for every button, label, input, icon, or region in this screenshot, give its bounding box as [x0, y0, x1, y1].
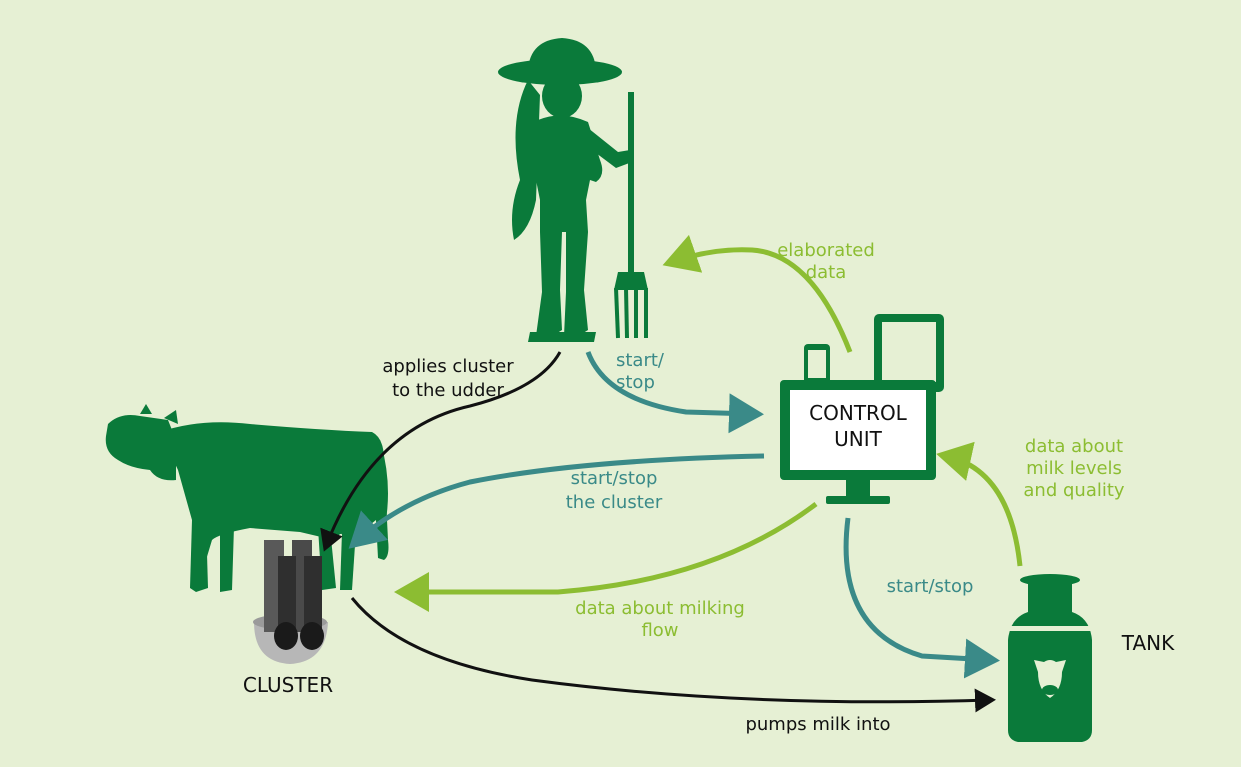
tank-startstop-label: start/stop	[887, 576, 974, 597]
milking-flow-label-line1: data about milking	[575, 598, 745, 619]
elaborated-data-label-line2: data	[806, 262, 847, 283]
tank-caption: TANK	[1121, 631, 1175, 655]
pumps-milk-label: pumps milk into	[745, 714, 890, 735]
arrow-tank-to-control-unit	[946, 456, 1020, 566]
arrow-control-unit-to-cluster	[356, 456, 764, 542]
pitchfork-icon	[614, 92, 648, 338]
control-unit-label-line2: UNIT	[834, 427, 882, 451]
milking-flow-label-line2: flow	[641, 620, 678, 641]
farmer-startstop-label-line2: stop	[616, 372, 655, 393]
cluster-caption: CLUSTER	[243, 673, 333, 697]
milking-cluster-icon	[253, 540, 328, 664]
arrow-farmer-to-control-unit	[588, 352, 754, 414]
tank-data-label-line2: milk levels	[1026, 458, 1122, 479]
tank-data-label-line1: data about	[1025, 436, 1123, 457]
elaborated-data-label-line1: elaborated	[777, 240, 875, 261]
cow-figure	[106, 404, 389, 592]
milk-tank-icon	[1008, 574, 1092, 742]
farmer-figure	[498, 38, 632, 342]
applies-cluster-label-line2: to the udder	[392, 380, 504, 401]
farmer-startstop-label-line1: start/	[616, 350, 665, 371]
startstop-cluster-label-line2: the cluster	[566, 492, 663, 513]
control-unit-label-line1: CONTROL	[809, 401, 908, 425]
startstop-cluster-label-line1: start/stop	[571, 468, 658, 489]
arrow-control-unit-to-cow-flow	[404, 504, 816, 592]
applies-cluster-label-line1: applies cluster	[382, 356, 514, 377]
tank-data-label-line3: and quality	[1023, 480, 1125, 501]
